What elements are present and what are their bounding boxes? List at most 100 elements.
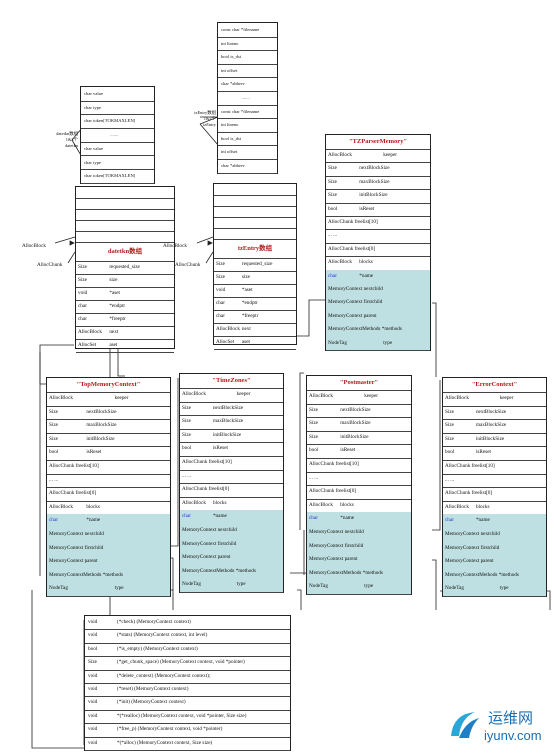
method-row: void*(*alloc) (MemoryContext context, Si…	[85, 737, 290, 751]
method-signature: (*free_p) (MemoryContext context, void *…	[117, 726, 223, 733]
context-field-row: AllocChunk freelist[0]	[307, 485, 411, 500]
field-name: *aset	[241, 287, 253, 293]
context-field-row: MemoryContext parent	[326, 309, 430, 325]
field-name: requested_size	[109, 264, 140, 270]
field-type: MemoryContext parent	[182, 554, 231, 561]
context-field-row: AllocChunk freelist[0]	[326, 243, 430, 258]
field-type: AllocChunk freelist[0]	[49, 490, 97, 497]
list-row: .......	[218, 91, 277, 106]
method-row: void(*delete_context) (MemoryContext con…	[85, 670, 290, 684]
field-type: Size	[445, 408, 454, 415]
list-row: bool is_dst	[218, 50, 277, 65]
field-type: Size	[216, 261, 225, 267]
field-type: MemoryContext nextchild	[49, 531, 104, 537]
method-signature: (*is_empty) (MemoryContext context)	[117, 645, 198, 652]
field-type: MemoryContextMethods *methods	[309, 569, 383, 576]
list-row: char type	[81, 156, 154, 171]
list-row-text: bool is_dst	[221, 54, 242, 60]
field-type: AllocChunk freelist[0]	[309, 488, 357, 495]
context-field-row: char*name	[307, 512, 411, 527]
method-return-type: void	[88, 686, 98, 692]
field-name: *aset	[109, 290, 120, 296]
context-field-row: MemoryContext firstchild	[47, 541, 170, 557]
list-row: char value	[81, 142, 154, 157]
field-type: Size	[182, 404, 191, 411]
field-type: bool	[328, 205, 338, 212]
field-type: char	[182, 513, 191, 520]
field-name: isReset	[86, 449, 102, 456]
method-signature: (*delete_context) (MemoryContext context…	[117, 672, 211, 679]
field-type: bool	[309, 447, 319, 454]
field-type: MemoryContext nextchild	[445, 531, 500, 537]
list-row-text: int lineno	[221, 122, 239, 128]
field-name: requested_size	[241, 261, 273, 267]
context-field-row: MemoryContext nextchild	[443, 528, 546, 543]
field-type: AllocChunk freelist[0]	[445, 490, 493, 497]
context-field-row: MemoryContext parent	[180, 551, 283, 566]
context-field-row: MemoryContextMethods *methods	[326, 323, 430, 338]
field-name: maxBlockSize	[86, 422, 117, 429]
method-return-type: bool	[88, 645, 98, 652]
context-title: "TimeZones"	[180, 374, 283, 389]
field-name: *name	[359, 272, 374, 279]
watermark-url: iyunv.com	[484, 728, 542, 743]
context-field-row: char*name	[47, 514, 170, 529]
field-type: AllocSet	[216, 339, 235, 345]
field-type: MemoryContext parent	[328, 312, 377, 319]
context-title: "Postmaster"	[307, 376, 411, 391]
method-signature: *(*realloc) (MemoryContext context, void…	[117, 712, 247, 719]
field-type: MemoryContext parent	[445, 558, 494, 565]
field-name: *endptr	[241, 300, 258, 306]
field-name: maxBlockSize	[475, 422, 507, 429]
field-type: AllocBlock	[78, 329, 102, 335]
method-row: bool (*is_empty) (MemoryContext context)	[85, 643, 290, 658]
field-type: char	[328, 272, 337, 279]
watermark-cn: 运维网	[488, 709, 534, 727]
field-type: Size	[78, 264, 87, 270]
tzentry-allocchunk-label: AllocChunk	[175, 262, 201, 268]
list-row: int offset	[218, 64, 277, 79]
field-type: AllocBlock	[309, 393, 333, 399]
method-row: void(*free_p) (MemoryContext context, vo…	[85, 723, 290, 738]
context-title: "TopMemoryContext"	[47, 378, 170, 393]
context-field-row: MemoryContext parent	[443, 555, 546, 570]
field-name: isReset	[359, 205, 375, 212]
field-type: AllocChunk freelist[10]	[182, 459, 232, 465]
list-row: const char *filename	[218, 23, 277, 38]
field-type: Size	[49, 422, 58, 429]
tzentry-array-list: const char *filename int lineno bool is_ds…	[217, 22, 278, 174]
list-row-text: .......	[110, 132, 119, 138]
field-type: MemoryContext parent	[49, 558, 98, 565]
list-row: char token[TOKMAXLEN]	[81, 169, 154, 184]
alloc-field-row: char*endptr	[76, 300, 174, 314]
field-type: NodeTag	[309, 583, 328, 590]
field-name: keeper	[383, 152, 398, 158]
field-name: type	[499, 585, 509, 592]
field-name: *freeptr	[241, 313, 259, 319]
field-name: blocks	[475, 503, 490, 510]
field-type: AllocBlock	[49, 503, 73, 510]
field-name: type	[236, 581, 246, 588]
list-row-text: .......	[241, 95, 250, 100]
field-type: ... ...	[445, 476, 455, 483]
context-field-row: AllocChunk freelist[0]	[443, 487, 546, 502]
field-name: aset	[109, 342, 118, 348]
field-type: Size	[445, 422, 454, 429]
context-field-row: AllocChunk freelist[10]	[180, 456, 283, 471]
method-signature: (*init) (MemoryContext context)	[117, 699, 186, 706]
field-type: AllocChunk freelist[0]	[328, 245, 376, 252]
context-field-row: ... ...	[180, 470, 283, 485]
context-field-row: ... ...	[326, 229, 430, 244]
memory-context-methods-table: void(*check) (MemoryContext context)void…	[84, 615, 291, 751]
field-type: NodeTag	[445, 585, 464, 592]
